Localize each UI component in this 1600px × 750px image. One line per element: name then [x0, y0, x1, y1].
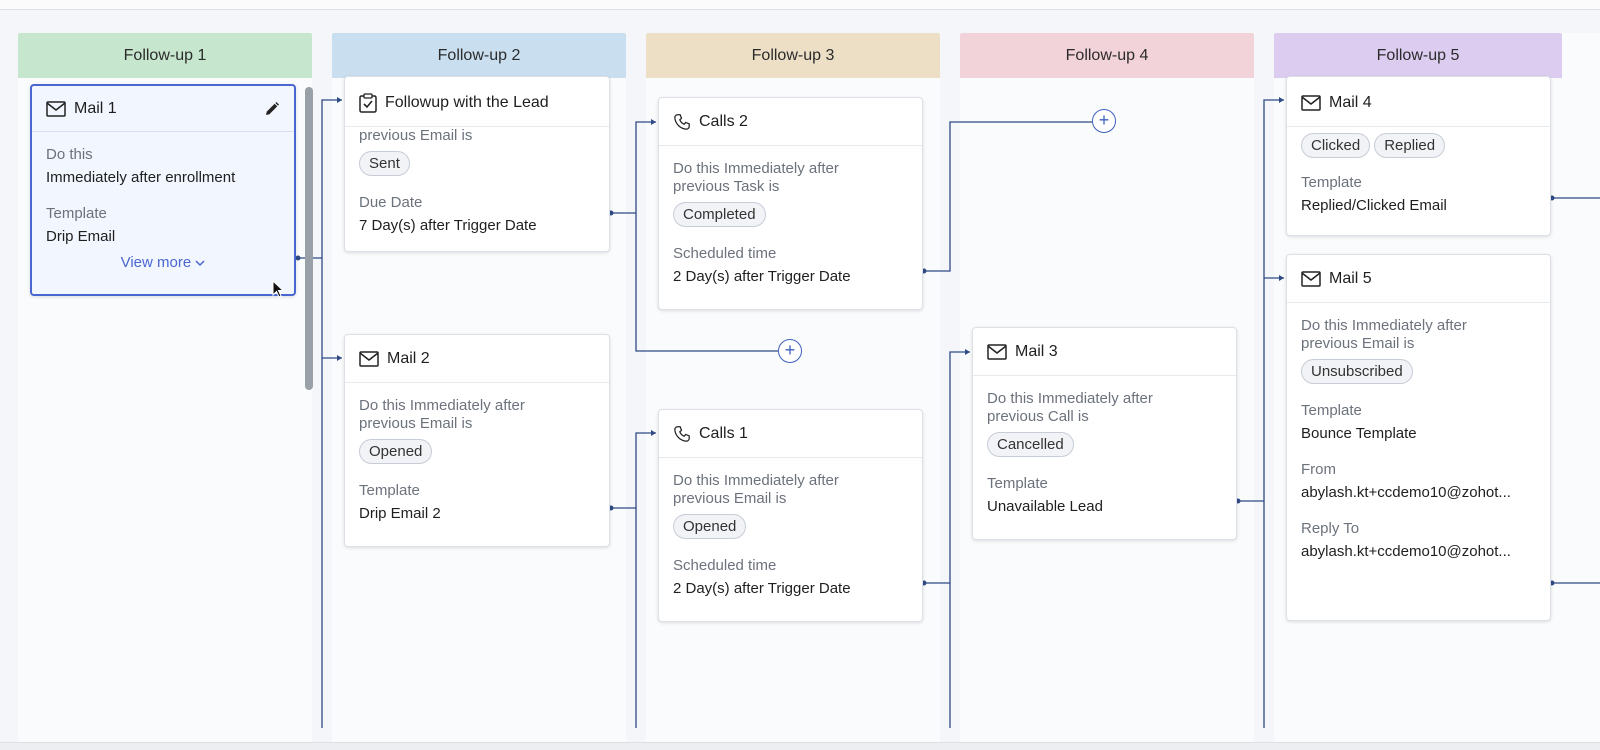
due-date-value: 7 Day(s) after Trigger Date	[359, 217, 537, 234]
reply-to-value: abylash.kt+ccdemo10@zohot...	[1301, 543, 1511, 560]
column-header: Follow-up 5	[1274, 33, 1562, 78]
card-mail-3[interactable]: Mail 3 Do this Immediately after previou…	[972, 327, 1237, 540]
connector-line	[611, 432, 656, 509]
scheduled-time-label: Scheduled time	[673, 245, 777, 262]
mouse-cursor-icon	[272, 280, 285, 298]
condition-text: Do this Immediately after previous Email…	[359, 397, 525, 432]
card-title: Mail 1	[74, 99, 117, 117]
top-border	[0, 0, 1600, 10]
column-header: Follow-up 3	[646, 33, 940, 78]
card-header: Mail 3	[973, 328, 1236, 376]
condition-text: previous Email is	[359, 127, 473, 144]
from-value: abylash.kt+ccdemo10@zohot...	[1301, 484, 1511, 501]
connector-line	[924, 351, 970, 584]
column-scrollbar[interactable]	[305, 87, 313, 390]
template-label: Template	[359, 482, 420, 499]
arrowhead	[651, 430, 656, 436]
card-title: Mail 3	[1015, 342, 1058, 360]
bottom-border	[0, 742, 1600, 750]
status-pill: Sent	[359, 151, 410, 176]
card-mail-1[interactable]: Mail 1 Do this Immediately after enrollm…	[30, 84, 296, 296]
chevron-down-icon	[195, 260, 205, 267]
scheduled-time-label: Scheduled time	[673, 557, 777, 574]
edit-button[interactable]	[264, 101, 280, 117]
card-header: Calls 1	[659, 410, 922, 458]
connector-line	[635, 213, 778, 352]
condition-text: Do this Immediately after previous Call …	[987, 390, 1153, 425]
card-calls-1[interactable]: Calls 1 Do this Immediately after previo…	[658, 409, 923, 622]
arrowhead	[1279, 275, 1284, 281]
scheduled-time-value: 2 Day(s) after Trigger Date	[673, 580, 851, 597]
add-step-button[interactable]: +	[778, 339, 802, 363]
do-this-label: Do this	[46, 146, 93, 163]
card-title: Mail 5	[1329, 269, 1372, 287]
mail-icon	[359, 351, 379, 367]
card-title: Mail 4	[1329, 93, 1372, 111]
mail-icon	[1301, 95, 1321, 111]
arrowhead	[965, 349, 970, 355]
card-header: Mail 2	[345, 335, 609, 383]
template-label: Template	[1301, 402, 1362, 419]
due-date-label: Due Date	[359, 194, 423, 211]
status-pill: Completed	[673, 202, 766, 227]
card-title: Calls 2	[699, 112, 748, 130]
card-followup-with-lead[interactable]: Followup with the Lead previous Email is…	[344, 76, 610, 252]
card-title: Mail 2	[387, 349, 430, 367]
view-more-link[interactable]: View more	[46, 254, 280, 271]
add-step-button[interactable]: +	[1092, 109, 1116, 133]
template-label: Template	[46, 205, 107, 222]
status-pill: Clicked	[1301, 133, 1371, 158]
task-check-icon	[359, 93, 377, 113]
arrowhead	[337, 97, 342, 103]
status-pill: Opened	[359, 439, 433, 464]
status-pill: Cancelled	[987, 432, 1074, 457]
mail-icon	[46, 101, 66, 117]
view-more-label: View more	[120, 254, 192, 271]
card-header: Calls 2	[659, 98, 922, 146]
arrowhead	[1279, 97, 1284, 103]
arrowhead	[651, 119, 656, 125]
condition-text: Do this Immediately after previous Email…	[673, 472, 839, 507]
connector-line	[611, 121, 656, 214]
do-this-value: Immediately after enrollment	[46, 169, 236, 186]
from-label: From	[1301, 461, 1336, 478]
scheduled-time-value: 2 Day(s) after Trigger Date	[673, 268, 851, 285]
template-label: Template	[987, 475, 1048, 492]
condition-text: Do this Immediately after previous Task …	[673, 160, 839, 195]
template-value: Bounce Template	[1301, 425, 1417, 442]
status-pill: Replied	[1374, 133, 1446, 158]
card-title: Calls 1	[699, 424, 748, 442]
template-value: Replied/Clicked Email	[1301, 197, 1447, 214]
status-pill: Unsubscribed	[1301, 359, 1413, 384]
card-mail-5[interactable]: Mail 5 Do this Immediately after previou…	[1286, 254, 1551, 621]
status-pill: Opened	[673, 514, 747, 539]
column-header: Follow-up 1	[18, 33, 312, 78]
card-title: Followup with the Lead	[385, 93, 549, 111]
column-header: Follow-up 4	[960, 33, 1254, 78]
mail-icon	[1301, 271, 1321, 287]
arrowhead	[337, 355, 342, 361]
condition-text: Do this Immediately after previous Email…	[1301, 317, 1467, 352]
template-value: Unavailable Lead	[987, 498, 1103, 515]
card-header: Mail 1	[32, 86, 294, 132]
pencil-icon	[266, 101, 279, 115]
card-header: Followup with the Lead	[345, 77, 609, 127]
mail-icon	[987, 344, 1007, 360]
column-header: Follow-up 2	[332, 33, 626, 78]
template-value: Drip Email	[46, 228, 116, 245]
connector-line	[1238, 99, 1284, 502]
card-calls-2[interactable]: Calls 2 Do this Immediately after previo…	[658, 97, 923, 310]
connector-line	[924, 121, 1092, 272]
connector-dot	[295, 255, 301, 261]
card-header: Mail 5	[1287, 255, 1550, 303]
card-header: Mail 4	[1287, 77, 1550, 127]
template-value: Drip Email 2	[359, 505, 441, 522]
phone-icon	[673, 113, 691, 131]
phone-icon	[673, 425, 691, 443]
card-mail-2[interactable]: Mail 2 Do this Immediately after previou…	[344, 334, 610, 547]
template-label: Template	[1301, 174, 1362, 191]
reply-to-label: Reply To	[1301, 520, 1360, 537]
connector-line	[321, 258, 342, 359]
